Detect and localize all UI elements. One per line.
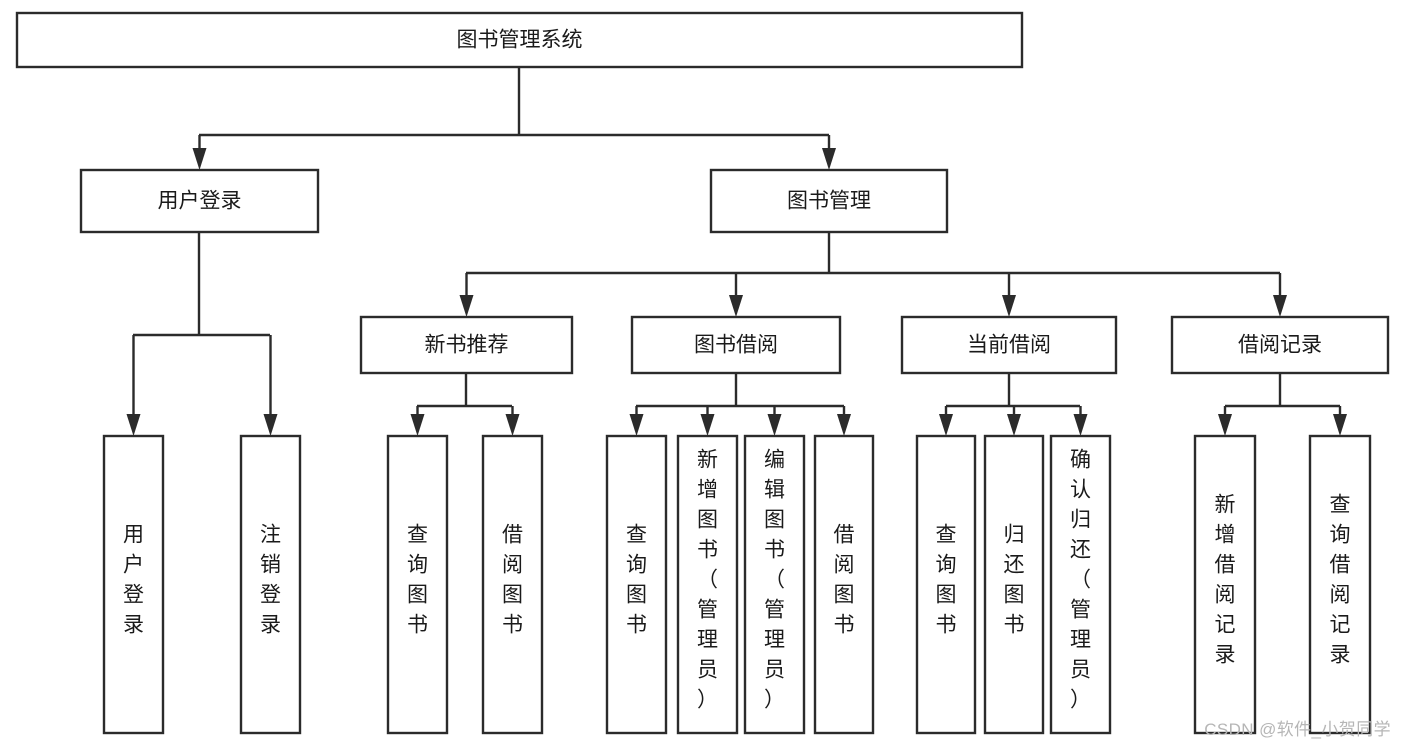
node-leaf-leaf-query-book-recommend[interactable]: 查询图书 [386, 434, 449, 735]
node-level3-borrow-record[interactable]: 借阅记录 [1170, 315, 1390, 375]
node-label: 查询图书 [407, 524, 428, 637]
connector-arrow [1218, 406, 1232, 436]
node-leaf-leaf-user-login[interactable]: 用户登录 [102, 434, 165, 735]
node-level2-user-login[interactable]: 用户登录 [79, 168, 320, 234]
node-level2-book-management[interactable]: 图书管理 [709, 168, 949, 234]
node-label: 编辑图书（管理员） [764, 449, 785, 712]
node-label: 借阅记录 [1238, 334, 1322, 357]
connector-arrow [939, 406, 953, 436]
node-leaf-leaf-borrow-book-recommend[interactable]: 借阅图书 [481, 434, 544, 735]
node-leaf-leaf-borrow-book[interactable]: 借阅图书 [813, 434, 875, 735]
connector-arrow [1273, 273, 1287, 317]
connector-bus [636, 373, 844, 408]
node-label: 归还图书 [1004, 524, 1025, 637]
node-label: 查询图书 [626, 524, 647, 637]
node-label: 图书管理系统 [457, 29, 583, 52]
node-label: 图书借阅 [694, 334, 778, 357]
connector-arrow [263, 335, 278, 436]
node-level3-book-borrow[interactable]: 图书借阅 [630, 315, 842, 375]
connector-arrow [729, 273, 743, 317]
node-leaf-leaf-query-book-borrow[interactable]: 查询图书 [605, 434, 668, 735]
connector-bus [1225, 373, 1340, 408]
connector-arrow [837, 406, 851, 436]
node-leaf-leaf-query-book-current[interactable]: 查询图书 [915, 434, 977, 735]
node-level3-new-book-recommend[interactable]: 新书推荐 [359, 315, 574, 375]
node-leaf-leaf-query-borrow-record[interactable]: 查询借阅记录 [1308, 434, 1372, 735]
connector-arrow [126, 335, 141, 436]
connector-arrow [822, 135, 836, 170]
connector-bus [946, 373, 1080, 408]
node-label: 查询图书 [936, 524, 957, 637]
connector-arrow [1333, 406, 1347, 436]
node-level3-current-borrow[interactable]: 当前借阅 [900, 315, 1118, 375]
connector-arrow [1002, 273, 1016, 317]
node-layer: 图书管理系统用户登录图书管理新书推荐图书借阅当前借阅借阅记录用户登录注销登录查询… [15, 11, 1390, 735]
connector-arrow [700, 406, 715, 436]
connector-bus [133, 232, 270, 337]
node-label: 借阅图书 [834, 524, 855, 637]
node-label: 借阅图书 [502, 524, 523, 637]
connector-arrow [192, 135, 207, 170]
watermark-label: CSDN @软件_小贺同学 [1204, 720, 1391, 739]
node-leaf-leaf-return-book[interactable]: 归还图书 [983, 434, 1045, 735]
node-label: 图书管理 [787, 190, 871, 213]
node-leaf-leaf-confirm-return-admin[interactable]: 确认归还（管理员） [1049, 434, 1112, 735]
node-label: 注销登录 [260, 524, 281, 637]
node-leaf-leaf-add-borrow-record[interactable]: 新增借阅记录 [1193, 434, 1257, 735]
connector-arrow [410, 406, 425, 436]
connector-bus [466, 232, 1280, 275]
node-label: 新增借阅记录 [1215, 494, 1236, 667]
node-label: 新增图书（管理员） [697, 449, 718, 712]
node-label: 查询借阅记录 [1330, 494, 1351, 667]
node-label: 用户登录 [158, 190, 242, 213]
node-leaf-leaf-add-book-admin[interactable]: 新增图书（管理员） [676, 434, 739, 735]
connector-bus [417, 373, 512, 408]
connector-arrow [767, 406, 782, 436]
connector-arrow [629, 406, 644, 436]
node-root-root[interactable]: 图书管理系统 [15, 11, 1024, 69]
node-leaf-leaf-edit-book-admin[interactable]: 编辑图书（管理员） [743, 434, 806, 735]
connector-bus [199, 67, 829, 137]
connector-layer [126, 67, 1347, 436]
connector-arrow [505, 406, 520, 436]
connector-arrow [459, 273, 474, 317]
node-label: 新书推荐 [425, 334, 509, 357]
connector-arrow [1007, 406, 1021, 436]
node-label: 当前借阅 [967, 334, 1051, 357]
node-label: 确认归还（管理员） [1070, 449, 1091, 712]
connector-arrow [1073, 406, 1088, 436]
node-leaf-leaf-logout-login[interactable]: 注销登录 [239, 434, 302, 735]
node-label: 用户登录 [123, 524, 144, 637]
